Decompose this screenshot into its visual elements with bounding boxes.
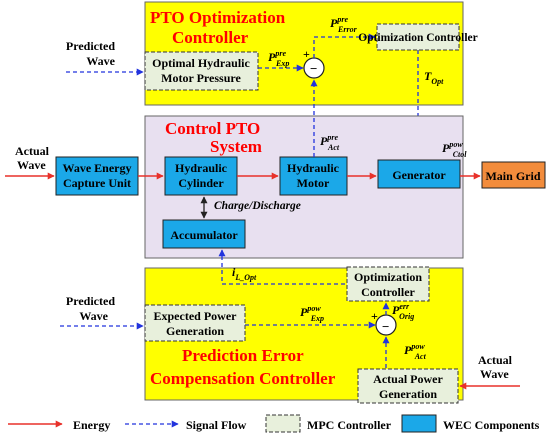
charge-discharge-label: Charge/Discharge — [214, 200, 301, 212]
prediction-error-title-line2: Compensation Controller — [150, 369, 336, 388]
hydraulic-cylinder-box — [164, 156, 238, 196]
hydraulic-motor-box — [279, 156, 348, 196]
accumulator-box — [162, 219, 246, 249]
top-predicted-wave-line2: Wave — [86, 54, 115, 68]
actual-power-line1: Actual Power — [373, 372, 443, 386]
generator-box — [377, 159, 461, 189]
pto-title-line1: PTO Optimization — [150, 8, 286, 27]
hydraulic-motor-line2: Motor — [297, 176, 330, 190]
il-opt-label: iL_Opt — [232, 265, 257, 282]
bottom-predicted-wave-line1: Predicted — [66, 294, 115, 308]
hydraulic-cylinder-line2: Cylinder — [178, 176, 224, 190]
actual-power-line2: Generation — [379, 387, 437, 401]
actual-power-box — [357, 368, 459, 404]
top-sum-minus: − — [310, 61, 317, 76]
bottom-actual-wave-line2: Wave — [480, 367, 509, 381]
accumulator-label: Accumulator — [170, 228, 238, 242]
wave-energy-line1: Wave Energy — [63, 161, 132, 175]
legend-signal-flow: Signal Flow — [186, 418, 247, 432]
optimal-hydraulic-box — [144, 51, 259, 91]
expected-power-box — [144, 304, 246, 342]
bottom-sum-plus: + — [371, 309, 378, 323]
mid-actual-wave-line2: Wave — [17, 158, 46, 172]
optimal-hydraulic-line2: Motor Pressure — [161, 71, 241, 85]
bottom-predicted-wave-line2: Wave — [79, 309, 108, 323]
top-optimization-controller-label: Optimization Controller — [358, 32, 478, 44]
main-grid-label: Main Grid — [485, 169, 540, 183]
mid-actual-wave-line1: Actual — [15, 144, 50, 158]
legend-wec-components: WEC Components — [443, 418, 540, 432]
il-opt-arrow — [218, 249, 345, 285]
bottom-optimization-line2: Controller — [361, 285, 415, 299]
bottom-actual-wave-line1: Actual — [478, 353, 513, 367]
error-to-optimizer-arrow — [313, 33, 376, 58]
optimal-hydraulic-line1: Optimal Hydraulic — [152, 56, 250, 70]
control-pto-title-line1: Control PTO — [165, 119, 260, 138]
wave-energy-line2: Capture Unit — [63, 176, 131, 190]
expected-power-line1: Expected Power — [154, 309, 238, 323]
bottom-optimization-controller-box — [346, 266, 430, 302]
bottom-optimization-line1: Optimization — [354, 270, 422, 284]
top-sum-plus: + — [303, 47, 310, 61]
hydraulic-motor-line1: Hydraulic — [287, 161, 340, 175]
prediction-error-title-line1: Prediction Error — [182, 346, 304, 365]
control-pto-title-line2: System — [210, 137, 262, 156]
pto-title-line2: Controller — [172, 28, 249, 47]
generator-label: Generator — [392, 168, 446, 182]
legend-energy: Energy — [73, 418, 110, 432]
legend-mpc-controller: MPC Controller — [307, 418, 392, 432]
legend-wec-swatch — [401, 414, 437, 433]
hydraulic-cylinder-line1: Hydraulic — [175, 161, 228, 175]
main-grid-box — [481, 161, 546, 189]
top-predicted-wave-line1: Predicted — [66, 39, 115, 53]
bottom-sum-minus: − — [382, 319, 389, 334]
legend-mpc-swatch — [265, 414, 301, 433]
t-opt-label: TOpt — [424, 69, 444, 86]
top-optimization-controller-box — [376, 23, 460, 51]
expected-power-line2: Generation — [166, 324, 224, 338]
